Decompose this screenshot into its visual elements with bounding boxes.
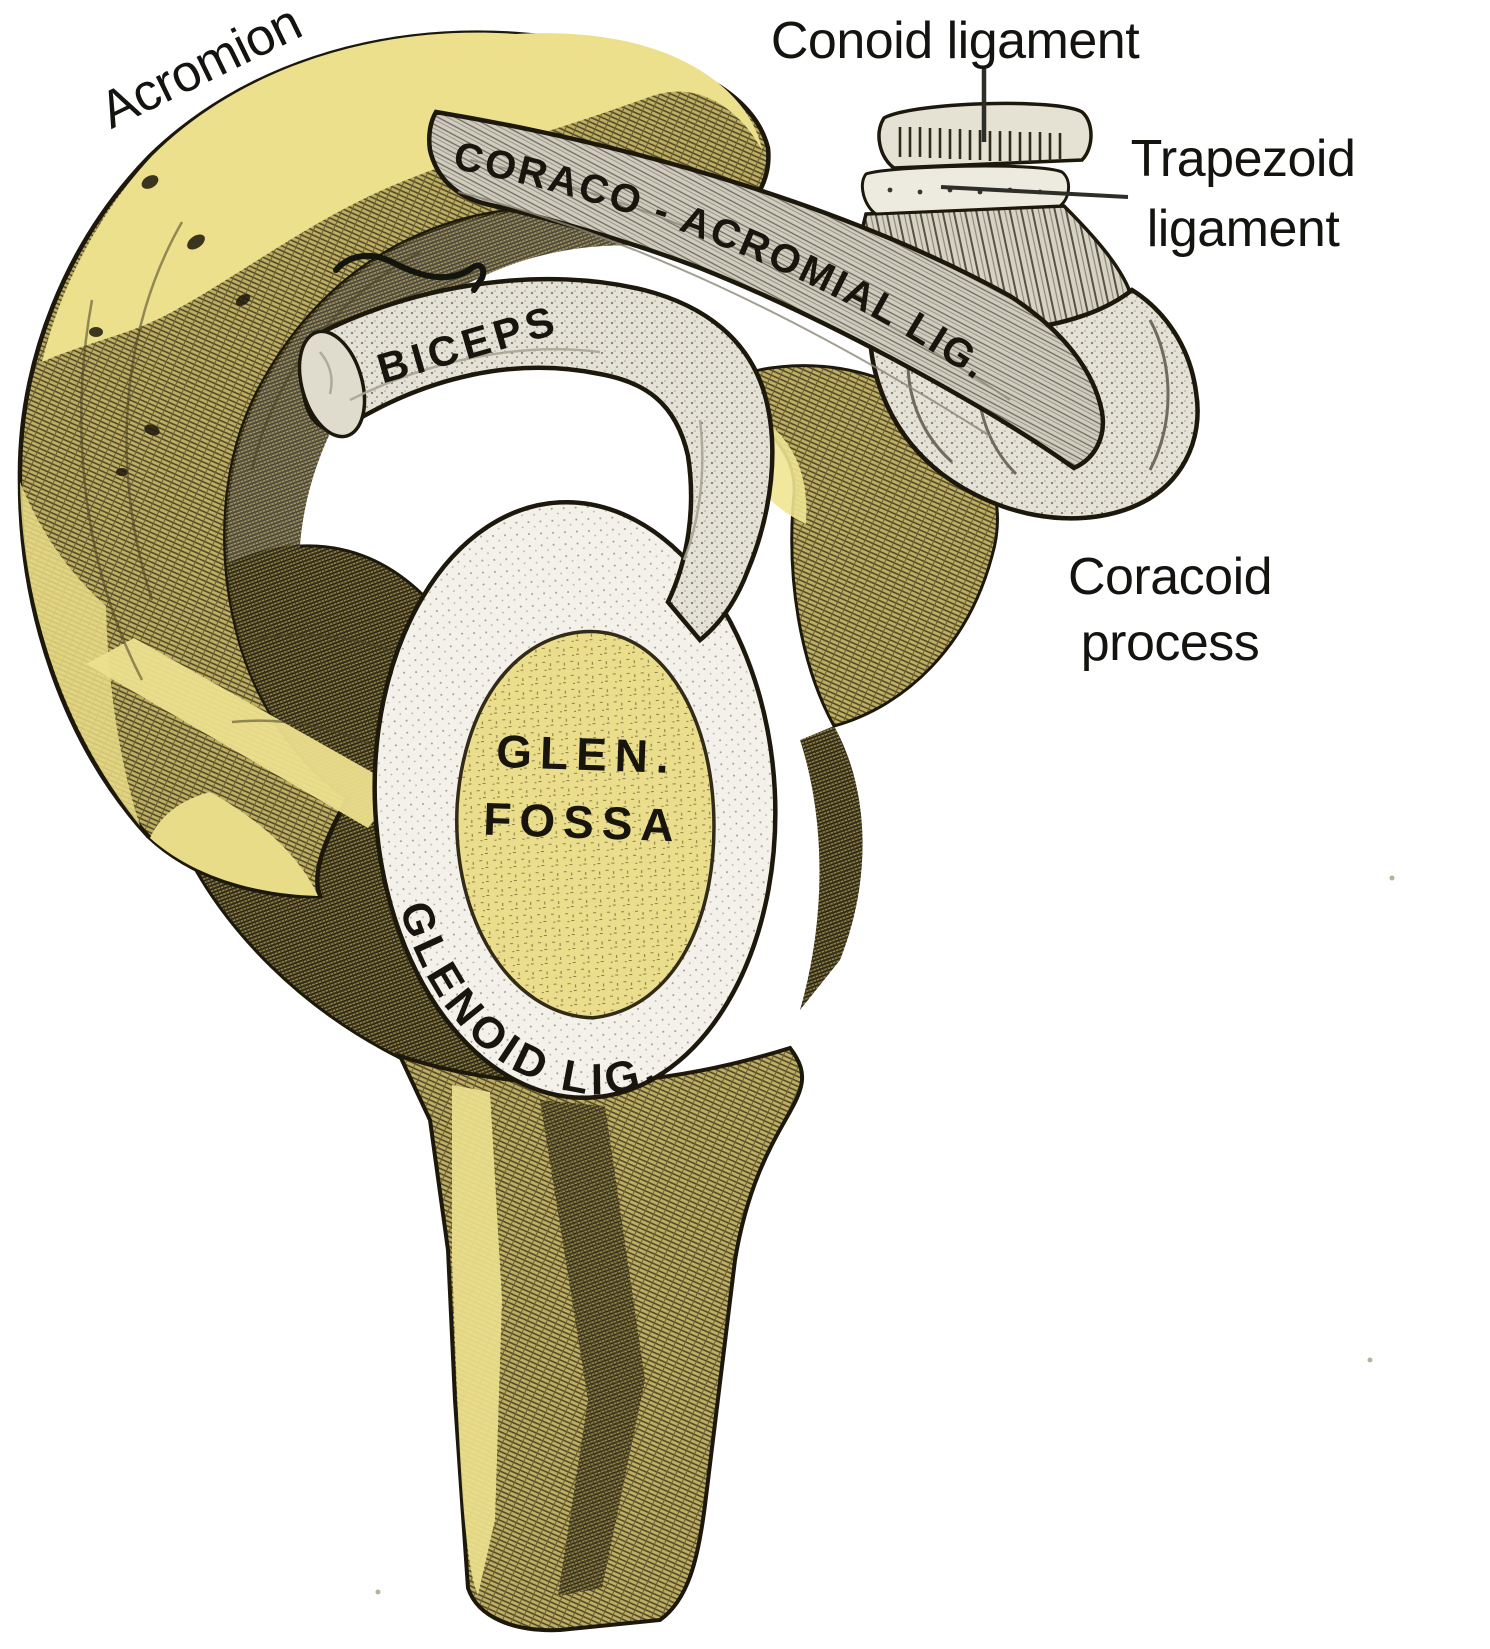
spine-lower-border-highlight <box>86 638 400 828</box>
band-flow-lines <box>457 159 1011 437</box>
scapula-axillary-border <box>800 726 863 1010</box>
paper-specks <box>375 875 1395 1595</box>
tendon-fiber-curl <box>333 252 487 293</box>
glenoid-fossa-surface <box>455 629 716 1020</box>
leader-trapezoid-ligament <box>940 185 1129 199</box>
coracoacromial-ligament-band <box>427 109 1106 471</box>
label-coracoid-process-line2: process <box>1081 614 1260 672</box>
scapula-shaft-shading <box>540 1100 645 1596</box>
label-coracoid-process-line1: Coracoid <box>1068 548 1272 606</box>
label-trapezoid-ligament-line2: ligament <box>1147 200 1341 258</box>
scapula-shaft-highlight <box>452 1085 502 1595</box>
spine-edge-highlight <box>20 482 140 826</box>
label-conoid-ligament: Conoid ligament <box>771 12 1140 70</box>
acromion-surface-specks <box>89 175 251 476</box>
scapula-corner-highlight <box>150 792 318 896</box>
conoid-cut-striations <box>898 127 1062 162</box>
label-glen-fossa-line1: GLEN. <box>495 725 677 783</box>
tendon-shading-lines <box>319 348 704 561</box>
label-glen-fossa-line2: FOSSA <box>482 793 682 852</box>
acromion-highlight <box>42 32 762 363</box>
label-trapezoid-ligament-line1: Trapezoid <box>1131 130 1356 188</box>
